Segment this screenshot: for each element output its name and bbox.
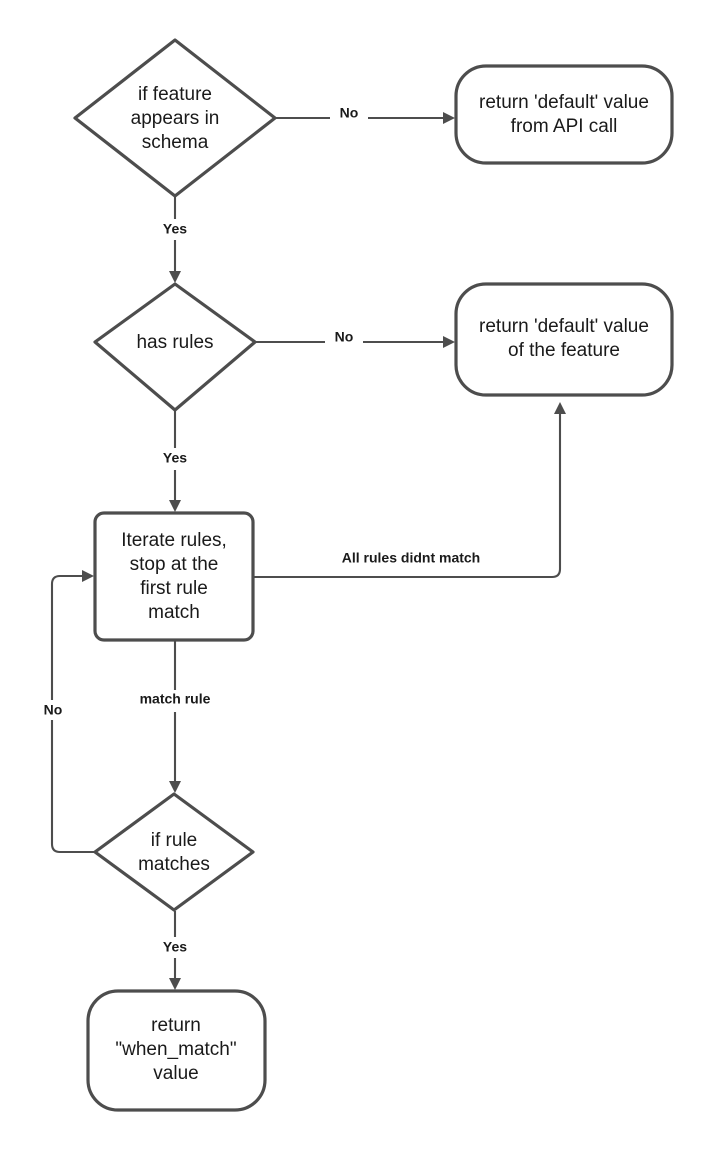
if-rule-matches-diamond[interactable] — [93, 792, 255, 912]
iterate-rules-box[interactable] — [93, 511, 255, 642]
if-rule-matches-line-2: matches — [138, 854, 210, 875]
edge-schema-no: No — [276, 105, 455, 124]
if-feature-in-schema-line-3: schema — [142, 132, 209, 153]
edge-label-match-rule: match rule — [140, 691, 211, 707]
return-default-feature-line-2: of the feature — [508, 340, 620, 361]
return-default-feature-line-1: return 'default' value — [479, 316, 649, 337]
return-when-match-line-1: return — [151, 1015, 201, 1036]
has-rules-diamond[interactable] — [93, 282, 257, 412]
iterate-rules-line-1: Iterate rules, — [121, 530, 227, 551]
edge-rules-no: No — [256, 329, 455, 348]
return-default-api-line-2: from API call — [511, 116, 618, 137]
return-when-match-box[interactable] — [86, 989, 267, 1112]
edge-match-rule: match rule — [120, 641, 230, 793]
edge-rule-no: No — [36, 570, 94, 854]
edge-rules-yes-arrowhead — [169, 500, 181, 512]
edge-label-rule-no-backing — [36, 700, 70, 720]
edge-rule-yes-arrowhead — [169, 978, 181, 990]
edge-schema-yes: Yes — [163, 196, 187, 283]
if-feature-in-schema-diamond[interactable] — [73, 38, 277, 198]
iterate-rules-line-3: first rule — [140, 578, 208, 599]
edge-schema-yes-arrowhead — [169, 271, 181, 283]
node-return-default-feature[interactable]: return 'default' value of the feature — [454, 282, 674, 397]
edge-all-rules-didnt-match: All rules didnt match — [253, 402, 566, 579]
return-when-match-line-2: "when_match" — [115, 1039, 236, 1060]
return-default-feature-box[interactable] — [454, 282, 674, 397]
edge-label-match-rule-backing — [120, 690, 230, 710]
iterate-rules-line-4: match — [148, 602, 200, 623]
node-iterate-rules[interactable]: Iterate rules, stop at the first rule ma… — [93, 511, 255, 642]
if-rule-matches-line-1: if rule — [151, 830, 197, 851]
edge-rule-no-arrowhead — [82, 570, 94, 582]
edge-rules-yes: Yes — [163, 411, 187, 512]
return-default-api-line-1: return 'default' value — [479, 92, 649, 113]
if-feature-in-schema-line-1: if feature — [138, 84, 212, 105]
node-return-default-api[interactable]: return 'default' value from API call — [454, 64, 674, 165]
edge-label-all-rules-backing — [316, 548, 506, 568]
node-return-when-match[interactable]: return "when_match" value — [86, 989, 267, 1112]
edge-rules-no-arrowhead — [443, 336, 455, 348]
edge-label-rule-yes: Yes — [163, 939, 187, 955]
return-default-api-box[interactable] — [454, 64, 674, 165]
node-if-feature-in-schema[interactable]: if feature appears in schema — [73, 38, 277, 198]
edge-match-rule-arrowhead — [169, 781, 181, 793]
iterate-rules-line-2: stop at the — [130, 554, 219, 575]
edge-schema-no-arrowhead — [443, 112, 455, 124]
edge-label-schema-yes: Yes — [163, 221, 187, 237]
has-rules-line-1: has rules — [136, 332, 213, 353]
edge-label-rules-yes: Yes — [163, 450, 187, 466]
edge-all-rules-didnt-match-arrowhead — [554, 402, 566, 414]
node-has-rules[interactable]: has rules — [93, 282, 257, 412]
edge-label-rule-no: No — [44, 702, 63, 718]
edge-rule-yes: Yes — [163, 911, 187, 990]
edge-label-all-rules-didnt-match: All rules didnt match — [342, 550, 480, 566]
return-when-match-line-3: value — [153, 1063, 198, 1084]
if-feature-in-schema-line-2: appears in — [131, 108, 220, 129]
node-if-rule-matches[interactable]: if rule matches — [93, 792, 255, 912]
edge-all-rules-didnt-match-line — [253, 413, 562, 579]
edge-label-schema-no: No — [340, 105, 359, 121]
edge-label-rules-no: No — [335, 329, 354, 345]
